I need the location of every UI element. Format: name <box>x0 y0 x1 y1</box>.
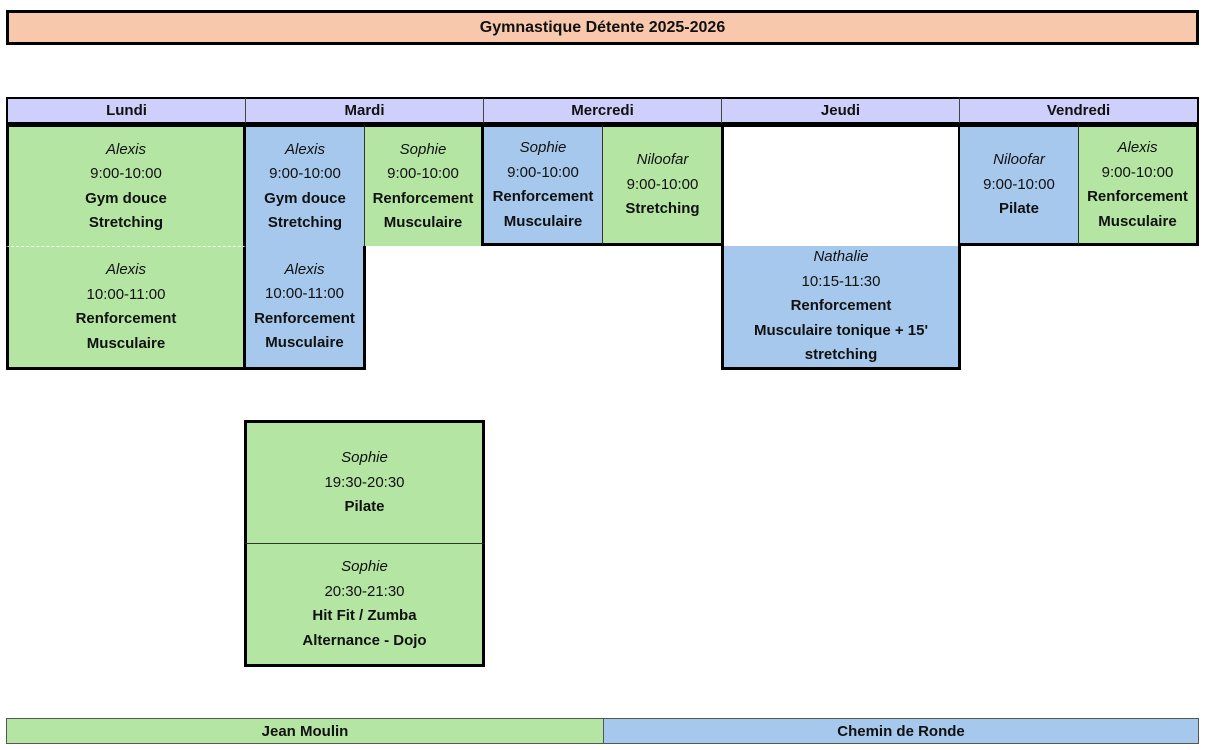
legend-chemin-de-ronde: Chemin de Ronde <box>603 718 1199 744</box>
day-header-vendredi: Vendredi <box>959 97 1199 124</box>
time: 9:00-10:00 <box>90 165 162 182</box>
time: 9:00-10:00 <box>507 163 579 181</box>
time: 9:00-10:00 <box>1101 163 1174 181</box>
session-mercredi-1b: Niloofar 9:00-10:00 Stretching <box>603 124 722 246</box>
session-vendredi-1a: Niloofar 9:00-10:00 Pilate <box>960 124 1079 246</box>
time: 20:30-21:30 <box>324 582 405 600</box>
legend-jean-moulin: Jean Moulin <box>6 718 604 744</box>
page-title: Gymnastique Détente 2025-2026 <box>6 10 1199 45</box>
time: 9:00-10:00 <box>626 175 699 193</box>
instructor: Sophie <box>341 558 388 575</box>
activity-name: Pilate <box>344 498 385 516</box>
instructor: Alexis <box>1117 139 1158 156</box>
time: 10:00-11:00 <box>265 285 344 302</box>
instructor: Alexis <box>284 260 325 278</box>
day-header-lundi: Lundi <box>6 97 246 124</box>
instructor: Nathalie <box>813 248 869 266</box>
instructor: Alexis <box>284 140 325 158</box>
time: 9:00-10:00 <box>387 165 459 182</box>
activity-name: Pilate <box>998 200 1040 218</box>
activity-name: Stretching <box>625 200 700 218</box>
session-soir-1: Sophie 19:30-20:30 Pilate <box>244 420 485 544</box>
day-header-mercredi: Mercredi <box>483 97 722 124</box>
instructor: Sophie <box>519 139 567 156</box>
instructor: Sophie <box>341 449 388 467</box>
instructor: Niloofar <box>636 151 689 169</box>
time: 10:00-11:00 <box>86 285 166 303</box>
day-header-mardi: Mardi <box>245 97 484 124</box>
time: 9:00-10:00 <box>983 175 1055 193</box>
instructor: Niloofar <box>993 151 1045 169</box>
instructor: Alexis <box>105 261 146 278</box>
empty-slot-jeudi-1 <box>721 124 961 246</box>
instructor: Alexis <box>105 140 146 158</box>
time: 19:30-20:30 <box>324 473 405 491</box>
time: 9:00-10:00 <box>269 165 341 182</box>
day-header-jeudi: Jeudi <box>721 97 960 124</box>
instructor: Sophie <box>399 140 447 158</box>
time: 10:15-11:30 <box>801 272 881 290</box>
